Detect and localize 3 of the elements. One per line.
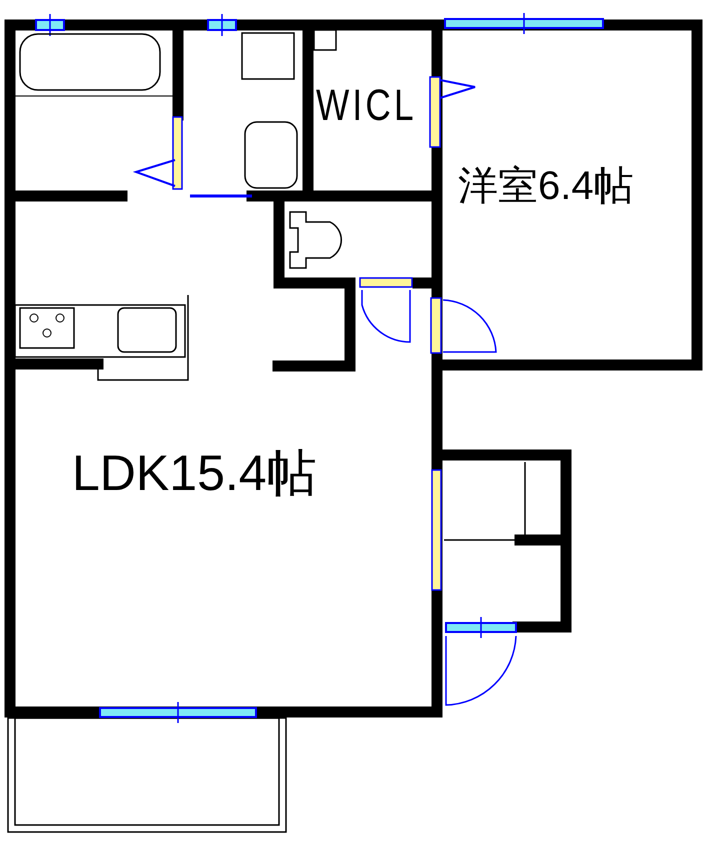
- room-label: 洋室6.4帖: [458, 166, 634, 206]
- room-label: WICL: [316, 84, 417, 128]
- room-label: LDK15.4帖: [72, 448, 317, 498]
